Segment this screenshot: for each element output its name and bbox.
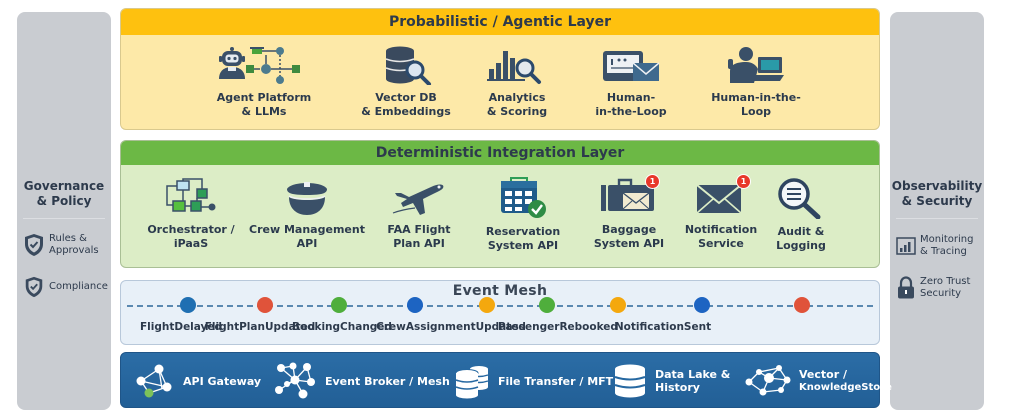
person-laptop-icon [728, 47, 784, 83]
magnifier-list-icon [778, 178, 821, 219]
analytics-search-icon [487, 51, 541, 84]
event-mesh-title: Event Mesh [452, 283, 548, 299]
knowledge-graph-icon [745, 365, 791, 396]
data-lake-item: Data Lake &History [613, 353, 730, 409]
crew-management-tile: Crew Management API [247, 177, 367, 251]
database-search-icon [385, 46, 431, 85]
reservation-tile: Reservation System API [473, 177, 573, 253]
probabilistic-layer-title: Probabilistic / Agentic Layer [121, 9, 879, 35]
calendar-check-icon [501, 177, 546, 218]
rules-approvals-item: Rules &Approvals [23, 233, 99, 257]
human-in-loop-tile-1: Human- in-the-Loop [581, 45, 681, 119]
human-in-loop-tile-2: Human-in-the- Loop [701, 45, 811, 119]
audit-logging-tile: Audit & Logging [751, 177, 851, 253]
notification-badge: 1 [736, 174, 751, 189]
event-node [539, 297, 555, 313]
event-label: FlightDelayed [139, 321, 223, 333]
notification-service-tile: 1 Notification Service [671, 174, 771, 251]
event-node [694, 297, 710, 313]
deterministic-layer-title: Deterministic Integration Layer [121, 141, 879, 165]
observability-panel: Observability & Security Monitoring& Tra… [890, 12, 984, 410]
event-node [794, 297, 810, 313]
baggage-tile: 1 Baggage System API [579, 174, 679, 251]
orchestrator-tile: Orchestrator / iPaaS [141, 177, 241, 251]
shield-check-icon [25, 276, 43, 298]
notification-badge: 1 [645, 174, 660, 189]
divider [896, 218, 978, 219]
divider [23, 218, 105, 219]
observability-title: Observability & Security [891, 179, 983, 208]
vector-knowledge-store-item: Vector /KnowledgeStore [745, 353, 892, 409]
robot-network-icon [219, 47, 300, 84]
vector-db-tile: Vector DB & Embeddings [351, 45, 461, 119]
api-gateway-item: API Gateway [135, 353, 261, 409]
monitoring-item: Monitoring& Tracing [896, 234, 973, 258]
analytics-tile: Analytics & Scoring [467, 45, 567, 119]
envelope-icon [696, 184, 742, 214]
padlock-icon [898, 276, 914, 299]
agent-platform-tile: Agent Platform & LLMs [209, 45, 319, 119]
shield-check-icon [25, 234, 43, 256]
pilot-cap-icon [287, 182, 327, 215]
event-node [257, 297, 273, 313]
database-icon [614, 364, 646, 398]
event-mesh-line [127, 305, 873, 307]
event-broker-item: Event Broker / Mesh [273, 353, 450, 409]
faa-flight-plan-tile: FAA Flight Plan API [369, 177, 469, 251]
tablet-mail-icon [603, 51, 660, 81]
network-nodes-icon [136, 364, 172, 398]
airplane-icon [392, 184, 444, 215]
mesh-nodes-icon [275, 362, 315, 399]
event-label: FlightPlanUpdated [204, 321, 316, 333]
event-node [180, 297, 196, 313]
governance-title: Governance & Policy [23, 179, 105, 208]
integration-foundation: API Gateway Event Broker / Mesh File Tra… [120, 352, 892, 409]
suitcase-mail-icon [601, 178, 654, 211]
deterministic-layer: Deterministic Integration Layer Orchestr… [120, 140, 880, 268]
event-label: BookingChanged [292, 321, 392, 333]
event-label: PassengerRebooked [498, 321, 618, 333]
bar-chart-icon [896, 237, 916, 255]
workflow-icon [166, 178, 216, 212]
governance-panel: Governance & Policy Rules &Approvals Com… [17, 12, 111, 410]
event-label: CrewAssignmentUpdated [376, 321, 526, 333]
event-node [610, 297, 626, 313]
file-transfer-item: File Transfer / MFT [454, 353, 613, 409]
event-node [331, 297, 347, 313]
event-node [407, 297, 423, 313]
compliance-item: Compliance [23, 276, 108, 298]
probabilistic-layer: Probabilistic / Agentic Layer Agent Plat… [120, 8, 880, 130]
event-label: NotificationSent [614, 321, 712, 333]
stacked-databases-icon [455, 366, 489, 399]
event-node [479, 297, 495, 313]
